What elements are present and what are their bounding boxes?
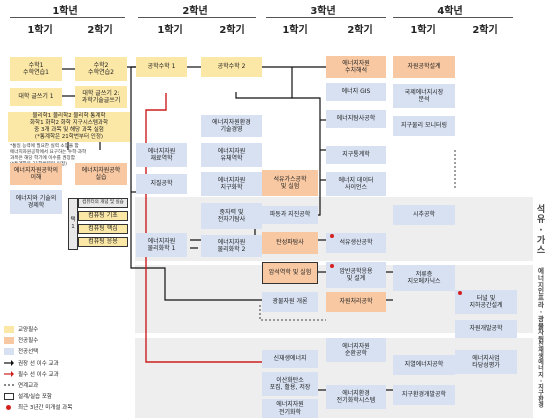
semester-header: 1학기 — [282, 25, 308, 36]
arrow-black-icon — [4, 360, 14, 366]
course-physics1[interactable]: 에너지자원 물리화학 1 — [136, 233, 187, 257]
course-energy-practice[interactable]: 에너지자원공학 실습 — [75, 163, 127, 185]
course-geochem[interactable]: 에너지자원 지구화학 — [201, 172, 262, 196]
course-env-system[interactable]: 에너지환경 전기화학시스템 — [326, 385, 386, 409]
course-writing1[interactable]: 대학 글쓰기 1 — [10, 88, 62, 106]
red-dot-icon — [6, 404, 11, 410]
practice-item[interactable]: 컴퓨팅 핵심 — [78, 224, 128, 234]
course-num-analysis[interactable]: 에너지자원 수치해석 — [326, 56, 386, 78]
legend-label: 설계/실습 포함 — [18, 394, 52, 400]
semester-header: 1학기 — [157, 25, 183, 36]
legend-label: 최근 3년간 미개설 과목 — [18, 405, 73, 411]
arrow-red-icon — [4, 371, 14, 377]
legend-swatch — [4, 347, 14, 355]
year-1-divider — [10, 17, 125, 18]
legend-label: 권장 선 이수 교과 — [18, 361, 59, 367]
practice-item[interactable]: 컴퓨터의 개념 및 실습 — [78, 198, 128, 208]
course-math2[interactable]: 수학2 수학연습2 — [75, 57, 127, 81]
course-geo-energy[interactable]: 지열에너지공학 — [393, 355, 455, 375]
semester-header: 2학기 — [472, 25, 498, 36]
course-math1[interactable]: 수학1 수학연습1 — [10, 57, 62, 81]
course-tunnel[interactable]: 터널 및 지하공간설계 — [455, 290, 517, 314]
legend-label: 연계교과 — [18, 383, 39, 389]
legend-item: 교양필수 — [4, 325, 38, 333]
practice-item[interactable]: 컴퓨팅 기초 — [78, 211, 128, 221]
practice-choose-one-label: 택1 — [68, 198, 78, 250]
course-storage[interactable]: 저류층 지오메카닉스 — [393, 265, 455, 291]
course-mineral-proc[interactable]: 광물자원 개론 — [262, 292, 318, 312]
outlined-box-icon — [4, 392, 14, 400]
course-fluid-mech[interactable]: 에너지자원 유체역학 — [201, 143, 262, 167]
course-sichuan[interactable]: 시추공학 — [393, 205, 455, 225]
track-label-oilgas: 석 유 · 가 스 — [536, 205, 546, 257]
year-4-divider — [393, 17, 513, 18]
semester-header: 2학기 — [87, 25, 113, 36]
course-rock-mech[interactable]: 암석역학 및 실험 — [262, 262, 318, 284]
course-env-econ[interactable]: 에너지자원환경 기술경영 — [201, 115, 262, 137]
course-res-processing[interactable]: 자원처리공학 — [326, 292, 386, 312]
course-co2[interactable]: 이산화탄소 포집, 활용, 저장 — [262, 372, 318, 396]
legend-item: 최근 3년간 미개설 과목 — [4, 403, 72, 411]
legend-label: 전공선택 — [18, 349, 39, 355]
course-mat-mech[interactable]: 에너지자원 재료역학 — [136, 143, 187, 167]
course-energy-elec[interactable]: 에너지자원 전기화학 — [262, 399, 318, 418]
legend-item: 권장 선 이수 교과 — [4, 359, 59, 367]
practice-item[interactable]: 컴퓨팅 응용 — [78, 237, 128, 247]
course-env-dev[interactable]: 지구환경개발공학 — [393, 385, 455, 405]
track-label-new-energy: 신 재 생 에 너 지 · 지 구 환 경 — [538, 341, 544, 410]
course-design-prod[interactable]: 자원공학설계 — [393, 56, 455, 78]
course-eng-math1[interactable]: 공학수학 1 — [136, 57, 187, 77]
legend-item: 연계교과 — [4, 381, 38, 389]
year-4-header: 4학년 — [437, 6, 463, 17]
legend-item: 필수 선 이수 교과 — [4, 370, 59, 378]
course-energy-intro[interactable]: 에너지자원공학의 이해 — [10, 163, 62, 185]
course-geology[interactable]: 지질공학 — [136, 174, 187, 194]
year-1-header: 1학년 — [52, 6, 78, 17]
year-3-header: 3학년 — [310, 6, 336, 17]
course-resource-dev[interactable]: 자원개발공학 — [455, 320, 517, 338]
track-label-energy-resource: 에 너 지 인 프 라 · 광 물 자 원 — [538, 267, 544, 344]
not-offered-marker — [330, 234, 334, 238]
course-geo-stats[interactable]: 지구통계학 — [326, 146, 386, 164]
semester-header: 2학기 — [347, 25, 373, 36]
semester-header: 2학기 — [219, 25, 245, 36]
course-petrophysics[interactable]: 석유가스공학 및 실험 — [262, 170, 318, 196]
course-physics2[interactable]: 에너지자원 물리화학 2 — [201, 235, 262, 257]
course-data-science[interactable]: 에너지 데이터 사이언스 — [326, 172, 386, 196]
legend-label: 필수 선 이수 교과 — [18, 372, 59, 378]
course-earth-monitor[interactable]: 지구물리 모니터링 — [393, 116, 455, 136]
course-intl-resource[interactable]: 국제에너지시장 분석 — [393, 84, 455, 108]
legend-label: 전공필수 — [18, 338, 39, 344]
year-2-divider — [138, 17, 256, 18]
course-renewable[interactable]: 신재생에너지 — [262, 350, 318, 368]
legend-label: 교양필수 — [18, 327, 39, 333]
course-energy-tech[interactable]: 에너지와 기술의 경제학 — [10, 190, 62, 214]
legend-item: 전공선택 — [4, 347, 38, 355]
course-energy-biz[interactable]: 에너지사업 타당성평가 — [455, 350, 517, 374]
dashed-line-icon — [4, 384, 14, 386]
semester-header: 1학기 — [27, 25, 53, 36]
legend-item: 전공필수 — [4, 336, 38, 344]
course-science-group[interactable]: 물리학1 물리학2 물리학 통계학 화학1 화학2 화학 지구시스템과학 중 3… — [8, 112, 130, 142]
legend-item: 설계/실습 포함 — [4, 392, 52, 400]
not-offered-marker — [458, 291, 462, 295]
course-petroleum-prod[interactable]: 석유생산공학 — [326, 233, 386, 253]
course-circular-resource[interactable]: 에너지자원 순환공학 — [326, 338, 386, 362]
course-exploration[interactable]: 에너지탐사공학 — [326, 110, 386, 128]
course-writing2[interactable]: 대학 글쓰기 2: 과학기술글쓰기 — [75, 86, 127, 108]
course-thermo[interactable]: 탄성파탐사 — [262, 232, 318, 254]
course-heavy-oil[interactable]: 중자력 및 전자기탐사 — [201, 203, 262, 229]
year-3-divider — [266, 17, 386, 18]
course-gis[interactable]: 에너지 GIS — [326, 83, 386, 101]
legend-swatch — [4, 336, 14, 344]
legend-swatch — [4, 325, 14, 333]
year-2-header: 2학년 — [182, 6, 208, 17]
course-mine-design[interactable]: 암반공학응용 및 설계 — [326, 262, 386, 288]
course-eng-math2[interactable]: 공학수학 2 — [201, 57, 262, 77]
course-drilling[interactable]: 파동과 지진공학 — [262, 206, 318, 224]
not-offered-marker — [330, 264, 334, 268]
semester-header: 1학기 — [410, 25, 436, 36]
